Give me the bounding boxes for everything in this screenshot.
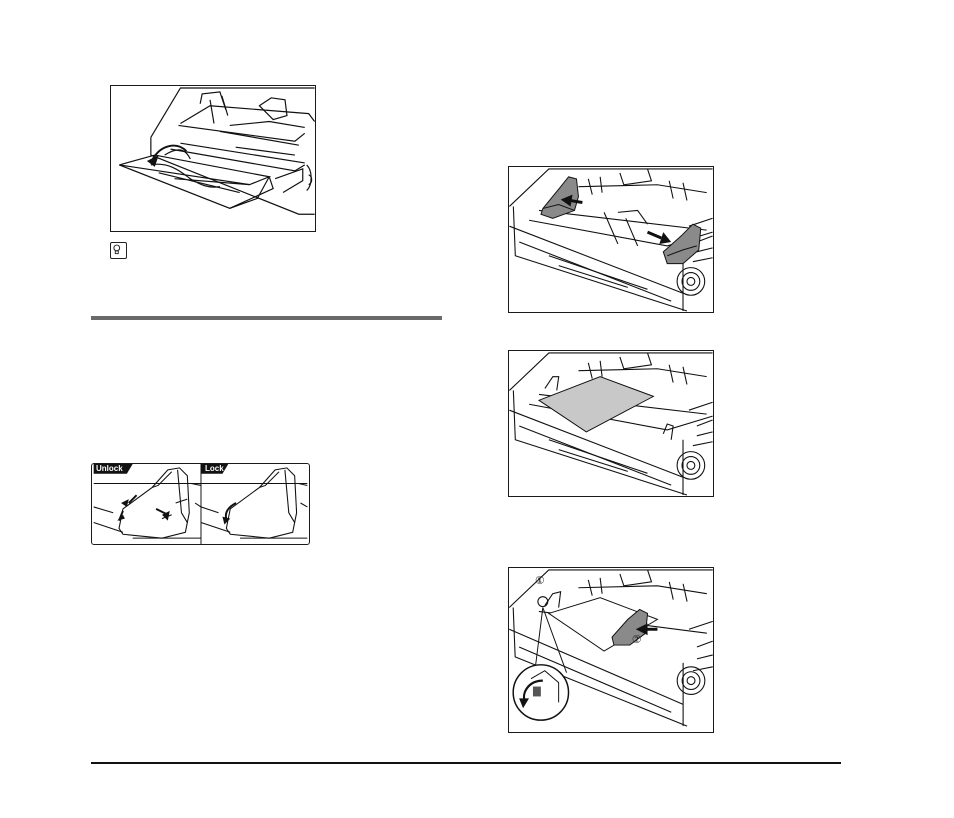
lock-label: Lock [205, 464, 224, 473]
document-load-illustration [509, 351, 713, 496]
guide-lock-illustration [92, 464, 309, 544]
section-divider [91, 316, 442, 320]
figure-guide-lock: Unlock Lock [91, 463, 310, 545]
figure-feed-tray-open [110, 85, 316, 232]
lightbulb-hint-icon [110, 242, 127, 259]
figure-guides-slide [508, 166, 714, 313]
footer-divider [91, 762, 841, 764]
scanner-tray-illustration [111, 86, 315, 231]
guide-adjust-illustration: ① ② [509, 568, 713, 732]
figure-document-load [508, 350, 714, 497]
step-1-marker: ① [535, 574, 545, 587]
guide-slide-illustration [509, 167, 713, 312]
unlock-label: Unlock [96, 464, 123, 473]
figure-guide-adjust: ① ② [508, 567, 714, 733]
step-2-marker: ② [632, 633, 642, 646]
